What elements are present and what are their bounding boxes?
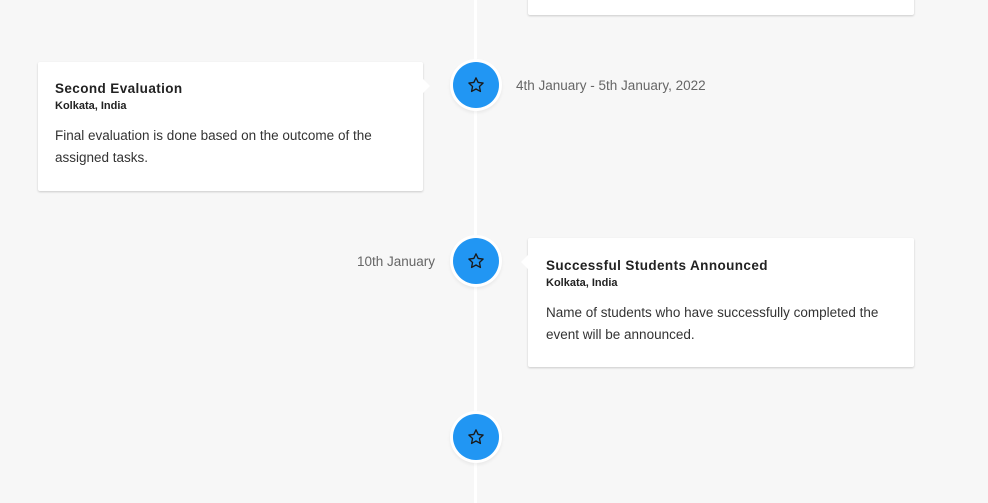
event-location: Kolkata, India bbox=[55, 100, 127, 112]
event-card-successful-students: Successful Students Announced Kolkata, I… bbox=[521, 238, 914, 367]
previous-event-card bbox=[528, 0, 914, 15]
event-title: Second Evaluation bbox=[55, 81, 183, 96]
event-date: 4th January - 5th January, 2022 bbox=[516, 78, 706, 93]
event-marker bbox=[453, 62, 499, 108]
event-marker bbox=[453, 238, 499, 284]
event-location: Kolkata, India bbox=[546, 277, 618, 289]
event-card-second-evaluation: Second Evaluation Kolkata, India Final e… bbox=[38, 62, 430, 191]
star-icon bbox=[468, 77, 484, 93]
event-date: 10th January bbox=[356, 254, 435, 269]
star-icon bbox=[468, 253, 484, 269]
event-marker bbox=[453, 414, 499, 460]
event-description: Name of students who have successfully c… bbox=[546, 305, 879, 342]
event-title: Successful Students Announced bbox=[546, 258, 768, 273]
event-description: Final evaluation is done based on the ou… bbox=[55, 128, 372, 165]
star-icon bbox=[468, 429, 484, 445]
